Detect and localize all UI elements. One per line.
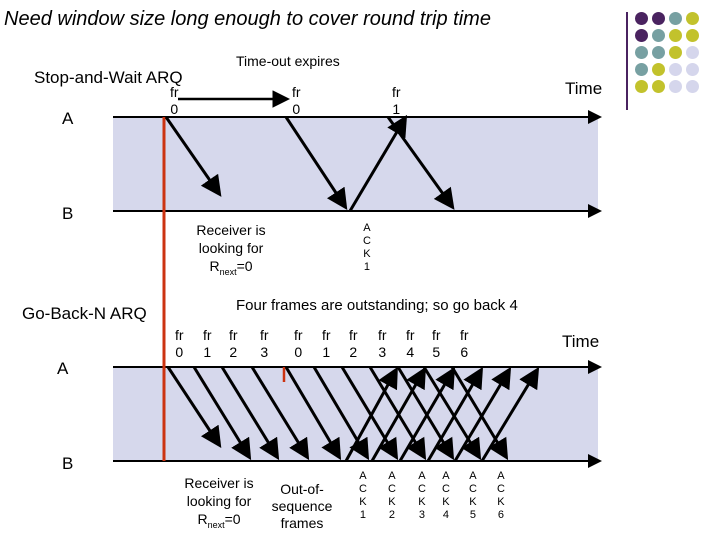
- dot: [635, 29, 648, 42]
- ack-label-bottom-3: A C K 3: [418, 470, 426, 521]
- dot: [669, 46, 682, 59]
- receiver-note-top: Receiver is looking for Rnext=0: [196, 222, 266, 277]
- frame-label-bottom-10: fr 6: [460, 327, 469, 360]
- decor-dot-grid: [635, 12, 715, 102]
- ack-label-bottom-4: A C K 4: [442, 470, 450, 521]
- receiver-note-bottom: Receiver is looking for Rnext=0: [184, 475, 254, 530]
- time-label-top: Time: [565, 79, 603, 98]
- ack-arrow-bottom-1: [344, 366, 398, 462]
- dot: [669, 63, 682, 76]
- frame-arrow-bottom-2: [220, 366, 280, 461]
- dot: [669, 12, 682, 25]
- dot: [686, 80, 699, 93]
- frame-label-top-1: fr 0: [292, 84, 301, 117]
- ack-arrow-bottom-6: [480, 366, 540, 462]
- ack-label-bottom-6: A C K 6: [497, 470, 505, 521]
- dot: [635, 12, 648, 25]
- frame-arrow-bottom-1: [192, 366, 252, 461]
- host-b-top: B: [62, 204, 74, 223]
- frame-label-bottom-2: fr 2: [229, 327, 238, 360]
- dot: [686, 63, 699, 76]
- go-back-n-heading: Go-Back-N ARQ: [22, 304, 147, 323]
- dot: [652, 63, 665, 76]
- ack-label-bottom-2: A C K 2: [388, 470, 396, 521]
- stop-and-wait-heading: Stop-and-Wait ARQ: [34, 68, 183, 87]
- frame-arrow-bottom-4: [284, 366, 342, 461]
- host-a-bottom: A: [57, 359, 69, 378]
- ack-arrow-bottom-4: [426, 366, 484, 462]
- frame-label-bottom-6: fr 2: [349, 327, 358, 360]
- dot: [652, 46, 665, 59]
- frame-label-bottom-8: fr 4: [406, 327, 415, 360]
- dot: [652, 12, 665, 25]
- frame-label-bottom-9: fr 5: [432, 327, 441, 360]
- ack-arrow-bottom-2: [370, 366, 426, 462]
- frame-label-bottom-4: fr 0: [294, 327, 303, 360]
- ack-arrow-bottom-3: [398, 366, 456, 462]
- dot: [686, 12, 699, 25]
- frame-label-bottom-1: fr 1: [203, 327, 212, 360]
- frame-label-bottom-3: fr 3: [260, 327, 269, 360]
- frame-label-top-0: fr 0: [170, 84, 179, 117]
- ack-arrow-top-1: [348, 114, 408, 212]
- ack-label-bottom-5: A C K 5: [469, 470, 477, 521]
- timeout-label: Time-out expires: [236, 53, 340, 69]
- frame-label-bottom-7: fr 3: [378, 327, 387, 360]
- go-back-note: Four frames are outstanding; so go back …: [236, 297, 518, 314]
- dot: [635, 63, 648, 76]
- frame-label-bottom-0: fr 0: [175, 327, 184, 360]
- frame-arrow-top-0: [164, 116, 222, 197]
- ack-label-bottom-1: A C K 1: [359, 470, 367, 521]
- dot: [635, 80, 648, 93]
- dot: [686, 29, 699, 42]
- dot: [635, 46, 648, 59]
- frame-label-bottom-5: fr 1: [322, 327, 331, 360]
- dot: [669, 80, 682, 93]
- dot: [652, 29, 665, 42]
- dot: [652, 80, 665, 93]
- frame-label-top-2: fr 1: [392, 84, 401, 117]
- slide-title: Need window size long enough to cover ro…: [4, 8, 491, 30]
- frame-arrow-bottom-0: [166, 366, 222, 449]
- ack-arrow-bottom-5: [453, 366, 512, 462]
- time-label-bottom: Time: [562, 332, 600, 351]
- frame-arrow-top-1: [284, 116, 348, 211]
- time-band-top: [113, 117, 598, 211]
- out-of-sequence-note: Out-of- sequence frames: [271, 481, 333, 531]
- dot: [669, 29, 682, 42]
- frame-arrow-bottom-6: [340, 366, 399, 461]
- time-band-bottom: [113, 367, 598, 461]
- host-b-bottom: B: [62, 454, 74, 473]
- frame-arrow-bottom-3: [250, 366, 310, 461]
- dot: [686, 46, 699, 59]
- host-a-top: A: [62, 109, 74, 128]
- ack-label-top: A C K 1: [363, 222, 371, 273]
